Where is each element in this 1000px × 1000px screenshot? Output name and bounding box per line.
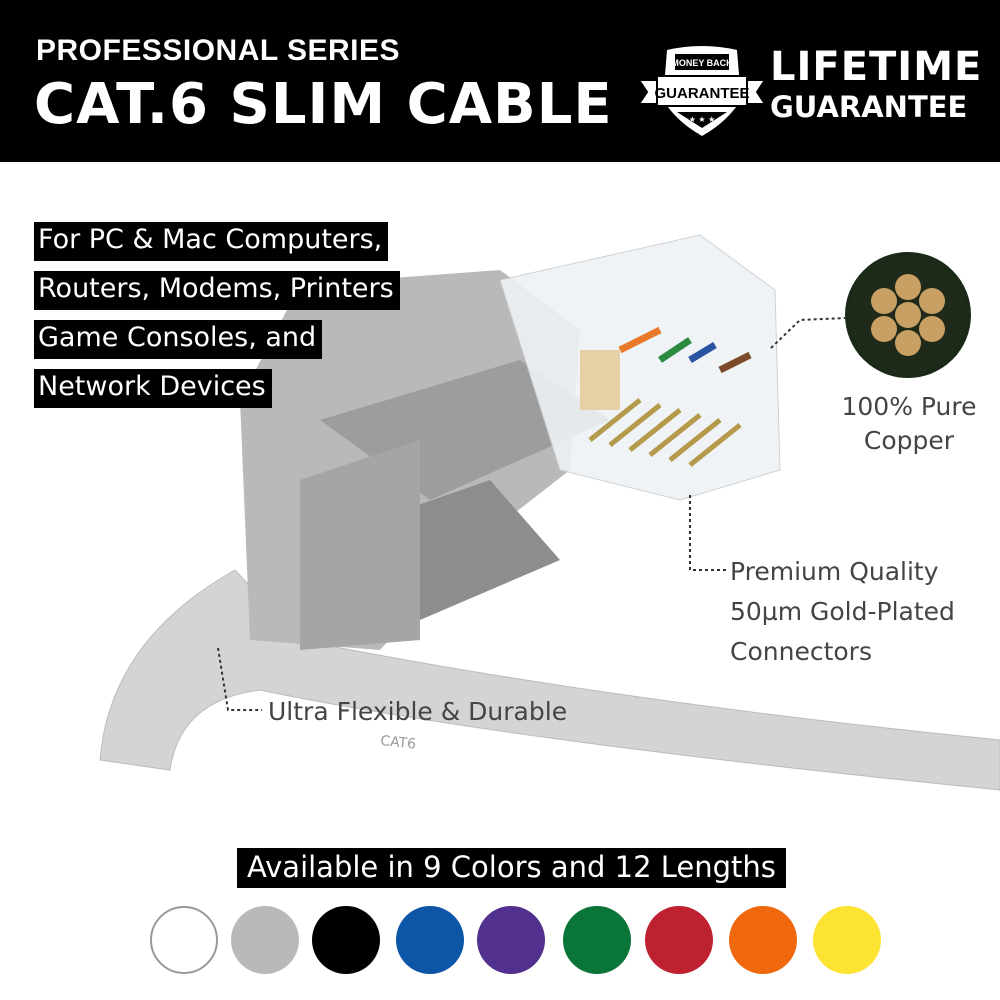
rj45-cable-illustration: CAT6 <box>99 234 1000 791</box>
connector-line: 50µm Gold-Plated <box>730 597 955 626</box>
guarantee-text: GUARANTEE <box>770 90 968 124</box>
use-line: Network Devices <box>34 369 272 408</box>
connector-line: Connectors <box>730 637 872 666</box>
color-swatch <box>312 906 380 974</box>
badge-top-text: MONEY BACK <box>671 58 733 68</box>
color-swatch <box>645 906 713 974</box>
color-swatch <box>396 906 464 974</box>
color-swatch <box>813 906 881 974</box>
lifetime-text: LIFETIME <box>770 44 983 90</box>
connector-line: Premium Quality <box>730 557 939 586</box>
copper-line: Copper <box>863 426 955 455</box>
use-line: Routers, Modems, Printers <box>34 271 400 310</box>
color-swatch <box>150 906 218 974</box>
use-line: For PC & Mac Computers, <box>34 222 389 261</box>
color-swatch <box>729 906 797 974</box>
copper-feature-label: 100% Pure Copper <box>838 390 980 458</box>
svg-text:★ ★ ★: ★ ★ ★ <box>689 115 716 124</box>
use-line: Game Consoles, and <box>34 320 323 359</box>
color-swatch <box>477 906 545 974</box>
color-swatch <box>563 906 631 974</box>
header-banner: PROFESSIONAL SERIES CAT.6 SLIM CABLE MON… <box>0 0 1000 162</box>
connector-feature-label: Premium Quality 50µm Gold-Plated Connect… <box>730 552 955 672</box>
money-back-guarantee-badge-icon: MONEY BACK GUARANTEE ★ ★ ★ <box>637 46 767 136</box>
product-title: CAT.6 SLIM CABLE <box>34 72 613 137</box>
copper-strands-icon <box>845 252 971 378</box>
series-subtitle: PROFESSIONAL SERIES <box>36 34 401 67</box>
compatible-devices-list: For PC & Mac Computers, Routers, Modems,… <box>34 222 400 418</box>
copper-line: 100% Pure <box>841 392 977 421</box>
color-swatch <box>231 906 299 974</box>
availability-banner: Available in 9 Colors and 12 Lengths <box>237 848 786 888</box>
svg-text:CAT6: CAT6 <box>380 733 417 753</box>
badge-main-text: GUARANTEE <box>654 85 749 102</box>
flexible-feature-label: Ultra Flexible & Durable <box>268 697 568 726</box>
